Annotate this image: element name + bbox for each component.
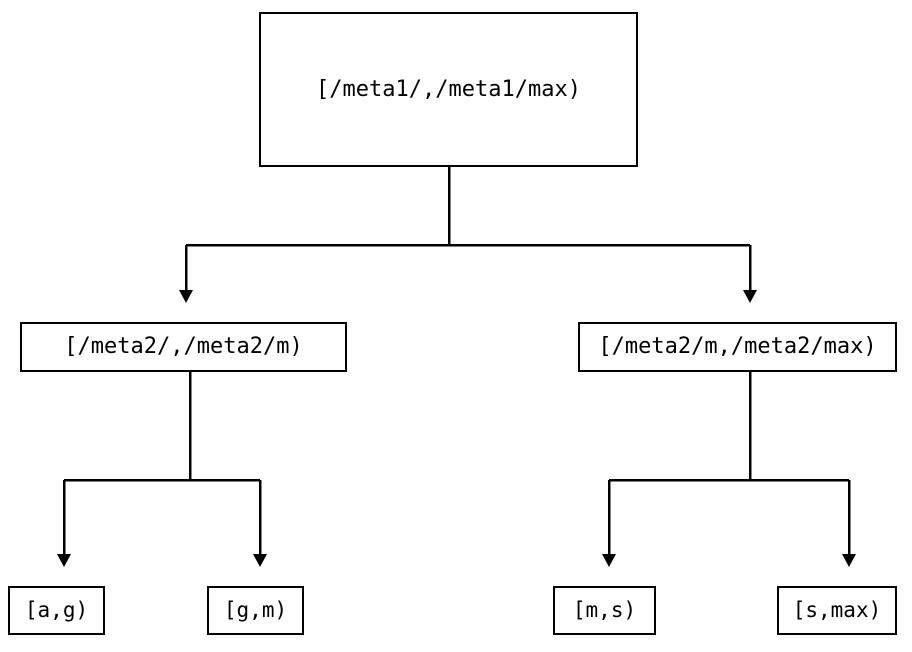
arrowhead-leaf-1 — [57, 554, 71, 567]
node-mid-left-label: [/meta2/,/meta2/m) — [64, 334, 303, 359]
node-leaf-1[interactable]: [a,g) — [8, 586, 105, 635]
arrowhead-leaf-3 — [602, 554, 616, 567]
node-leaf-3[interactable]: [m,s) — [553, 586, 656, 635]
arrowhead-leaf-2 — [253, 554, 267, 567]
node-root-label: [/meta1/,/meta1/max) — [316, 76, 581, 102]
node-mid-right-label: [/meta2/m,/meta2/max) — [598, 334, 877, 359]
arrowhead-leaf-4 — [842, 554, 856, 567]
node-leaf-2-label: [g,m) — [223, 598, 288, 622]
node-leaf-2[interactable]: [g,m) — [207, 586, 304, 635]
node-leaf-1-label: [a,g) — [24, 598, 89, 622]
arrowhead-mid-right — [743, 290, 757, 303]
node-leaf-3-label: [m,s) — [572, 598, 637, 622]
node-mid-right[interactable]: [/meta2/m,/meta2/max) — [578, 322, 897, 372]
node-mid-left[interactable]: [/meta2/,/meta2/m) — [20, 322, 347, 372]
node-leaf-4-label: [s,max) — [792, 598, 882, 622]
arrowhead-mid-left — [179, 290, 193, 303]
node-leaf-4[interactable]: [s,max) — [777, 586, 897, 635]
node-root[interactable]: [/meta1/,/meta1/max) — [259, 12, 638, 167]
